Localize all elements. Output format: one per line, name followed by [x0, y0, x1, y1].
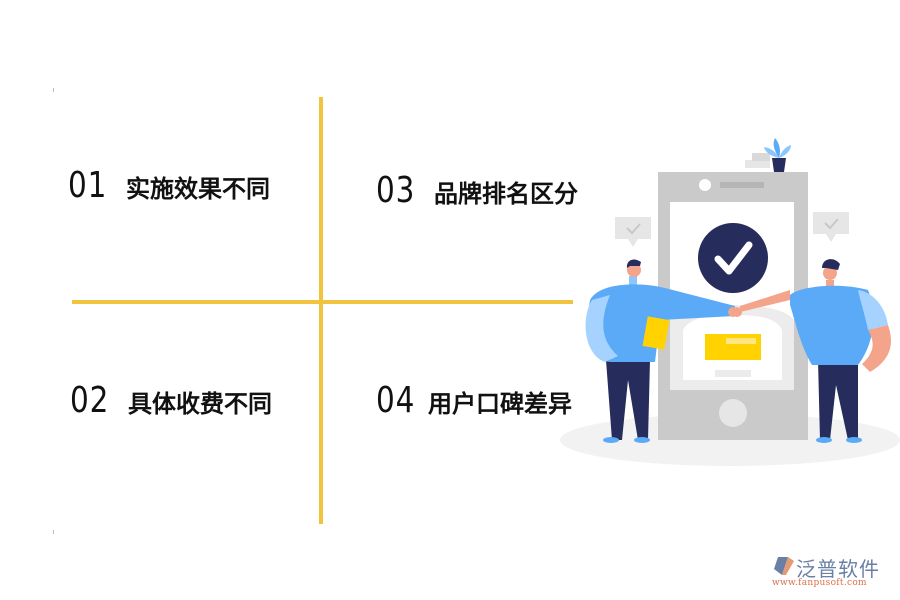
item-03: 03 品牌排名区分	[376, 170, 578, 211]
logo-name: 泛普软件	[796, 557, 880, 581]
person-right	[732, 259, 891, 443]
illustration-fist-bump	[560, 138, 900, 466]
item-number: 02	[70, 380, 110, 421]
fanpusoft-logo[interactable]: 泛普软件 www.fanpusoft.com	[770, 553, 895, 593]
person-left	[585, 259, 738, 443]
item-number: 03	[376, 170, 416, 211]
item-label: 品牌排名区分	[434, 180, 578, 208]
speech-bubble-check-icon	[615, 217, 651, 247]
item-number: 04	[376, 380, 416, 421]
plant-icon	[764, 138, 791, 172]
item-01: 01 实施效果不同	[68, 165, 270, 206]
corner-mark	[53, 530, 54, 534]
item-number: 01	[68, 165, 108, 206]
logo-url[interactable]: www.fanpusoft.com	[772, 578, 867, 588]
item-label: 用户口碑差异	[428, 390, 572, 418]
vertical-divider	[319, 97, 323, 524]
item-04: 04 用户口碑差异	[376, 380, 572, 421]
yellow-card	[705, 334, 761, 360]
logo-mark-icon	[774, 557, 794, 575]
corner-mark	[53, 88, 54, 92]
checkmark-icon	[698, 223, 768, 293]
item-label: 实施效果不同	[126, 175, 270, 203]
item-02: 02 具体收费不同	[70, 380, 272, 421]
home-button	[719, 399, 747, 427]
speech-bubble-check-icon	[813, 212, 849, 242]
horizontal-divider	[72, 300, 573, 304]
item-label: 具体收费不同	[128, 390, 272, 418]
